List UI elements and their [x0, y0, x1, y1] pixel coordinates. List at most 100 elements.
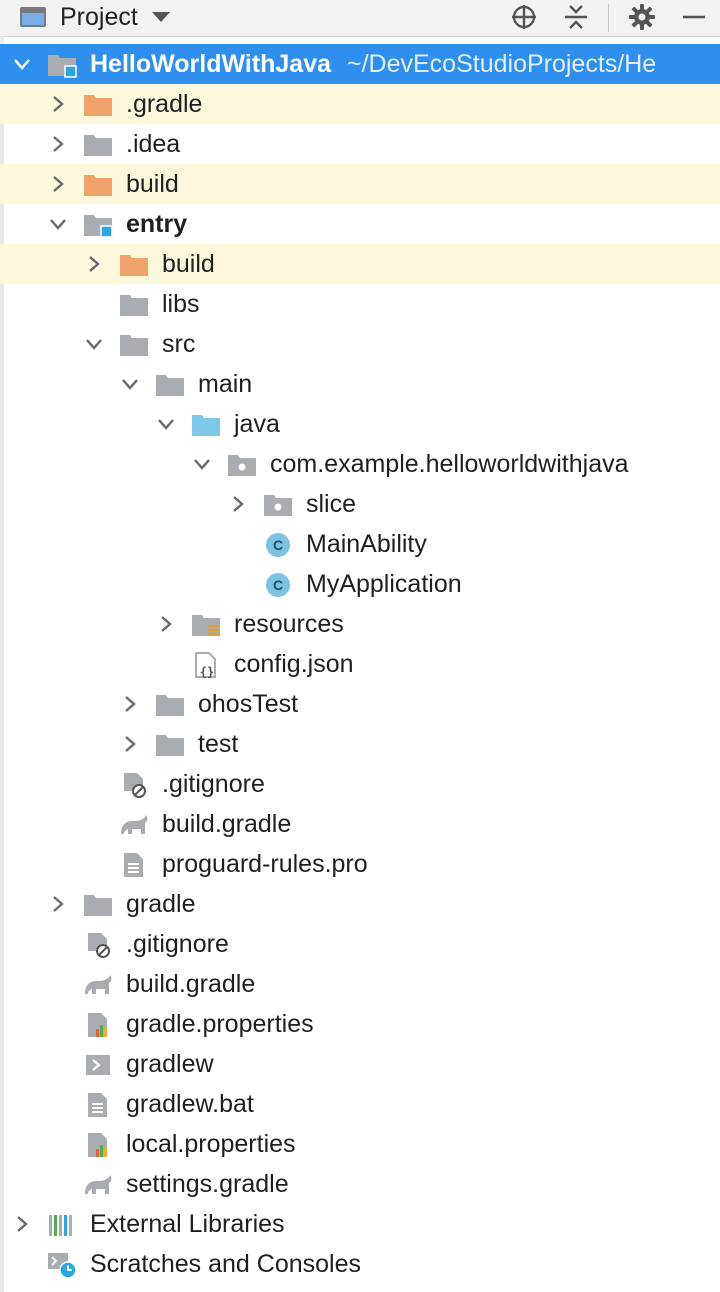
tree-row[interactable]: .gradle	[0, 84, 720, 124]
tree-row[interactable]: slice	[0, 484, 720, 524]
view-selector[interactable]: Project	[20, 2, 170, 31]
tree-item-label: build.gradle	[126, 970, 256, 998]
hide-icon[interactable]	[676, 0, 712, 34]
gear-icon[interactable]	[624, 0, 660, 34]
tree-row[interactable]: Scratches and Consoles	[0, 1244, 720, 1284]
tree-row[interactable]: build	[0, 164, 720, 204]
class-icon: C	[263, 532, 293, 558]
properties-file-icon	[83, 1012, 113, 1038]
tree-item-label: settings.gradle	[126, 1170, 289, 1198]
tree-row[interactable]: .idea	[0, 124, 720, 164]
tree-row[interactable]: main	[0, 364, 720, 404]
svg-text:C: C	[273, 577, 283, 593]
tree-row[interactable]: C MainAbility	[0, 524, 720, 564]
folder-icon	[119, 332, 149, 358]
tree-row[interactable]: settings.gradle	[0, 1164, 720, 1204]
tree-row[interactable]: gradlew.bat	[0, 1084, 720, 1124]
chevron-right-icon[interactable]	[38, 164, 78, 204]
module-folder-icon	[47, 52, 77, 78]
svg-text:{}: {}	[200, 665, 214, 678]
tree-row[interactable]: gradlew	[0, 1044, 720, 1084]
tree-item-label: test	[198, 730, 239, 758]
tree-row[interactable]: gradle.properties	[0, 1004, 720, 1044]
tree-item-label: .gitignore	[126, 930, 229, 958]
tree-row[interactable]: proguard-rules.pro	[0, 844, 720, 884]
tree-row[interactable]: com.example.helloworldwithjava	[0, 444, 720, 484]
tree-item-label: HelloWorldWithJava	[90, 50, 332, 78]
ignore-file-icon	[83, 932, 113, 958]
chevron-right-icon[interactable]	[2, 1204, 42, 1244]
chevron-right-icon[interactable]	[38, 884, 78, 924]
tree-item-label: gradlew.bat	[126, 1090, 254, 1118]
chevron-right-icon[interactable]	[110, 724, 150, 764]
tree-row[interactable]: ohosTest	[0, 684, 720, 724]
chevron-right-icon[interactable]	[146, 604, 186, 644]
svg-text:C: C	[273, 537, 283, 553]
view-selector-label: Project	[60, 2, 138, 31]
excluded-folder-icon	[119, 252, 149, 278]
folder-icon	[83, 892, 113, 918]
tree-item-label: .idea	[126, 130, 181, 158]
tree-item-label: build	[126, 170, 179, 198]
gradle-file-icon	[119, 812, 149, 838]
tree-item-label: com.example.helloworldwithjava	[270, 450, 629, 478]
tree-row[interactable]: HelloWorldWithJava~/DevEcoStudioProjects…	[0, 44, 720, 84]
tree-row[interactable]: build.gradle	[0, 804, 720, 844]
tree-row[interactable]: build	[0, 244, 720, 284]
folder-icon	[83, 132, 113, 158]
tree-row[interactable]: .gitignore	[0, 924, 720, 964]
text-file-icon	[83, 1092, 113, 1118]
tree-item-label: gradlew	[126, 1050, 214, 1078]
tree-row[interactable]: java	[0, 404, 720, 444]
project-view-icon	[20, 7, 46, 27]
tree-item-label: build	[162, 250, 215, 278]
locate-icon[interactable]	[506, 0, 542, 34]
module-folder-icon	[83, 212, 113, 238]
tree-row[interactable]: resources	[0, 604, 720, 644]
tree-row[interactable]: local.properties	[0, 1124, 720, 1164]
tree-row[interactable]: gradle	[0, 884, 720, 924]
tree-item-label: MainAbility	[306, 530, 427, 558]
tree-row[interactable]: test	[0, 724, 720, 764]
tree-row[interactable]: External Libraries	[0, 1204, 720, 1244]
panel-edge	[0, 36, 4, 1292]
chevron-down-icon	[151, 12, 170, 22]
tree-row[interactable]: .gitignore	[0, 764, 720, 804]
tree-item-label: main	[198, 370, 253, 398]
chevron-down-icon[interactable]	[2, 44, 42, 84]
chevron-down-icon[interactable]	[74, 324, 114, 364]
chevron-right-icon[interactable]	[38, 124, 78, 164]
resources-folder-icon	[191, 612, 221, 638]
tree-item-label: resources	[234, 610, 344, 638]
excluded-folder-icon	[83, 92, 113, 118]
package-icon	[227, 452, 257, 478]
collapse-all-icon[interactable]	[558, 0, 594, 34]
tree-row[interactable]: src	[0, 324, 720, 364]
tree-row[interactable]: {}config.json	[0, 644, 720, 684]
gradle-file-icon	[83, 972, 113, 998]
chevron-down-icon[interactable]	[38, 204, 78, 244]
chevron-down-icon[interactable]	[182, 444, 222, 484]
toolbar-divider	[608, 4, 609, 32]
tree-row[interactable]: entry	[0, 204, 720, 244]
json-file-icon: {}	[191, 652, 221, 679]
tree-item-label: .gradle	[126, 90, 203, 118]
scratches-icon	[47, 1252, 77, 1279]
chevron-down-icon[interactable]	[110, 364, 150, 404]
tree-item-label: proguard-rules.pro	[162, 850, 368, 878]
chevron-right-icon[interactable]	[110, 684, 150, 724]
tree-row[interactable]: build.gradle	[0, 964, 720, 1004]
gradle-file-icon	[83, 1172, 113, 1198]
ignore-file-icon	[119, 772, 149, 798]
tree-item-label: entry	[126, 210, 188, 238]
chevron-right-icon[interactable]	[74, 244, 114, 284]
excluded-folder-icon	[83, 172, 113, 198]
chevron-down-icon[interactable]	[146, 404, 186, 444]
chevron-right-icon[interactable]	[38, 84, 78, 124]
tree-item-label: build.gradle	[162, 810, 292, 838]
tree-item-label: gradle.properties	[126, 1010, 314, 1038]
tree-item-label: External Libraries	[90, 1210, 285, 1238]
tree-row[interactable]: libs	[0, 284, 720, 324]
chevron-right-icon[interactable]	[218, 484, 258, 524]
